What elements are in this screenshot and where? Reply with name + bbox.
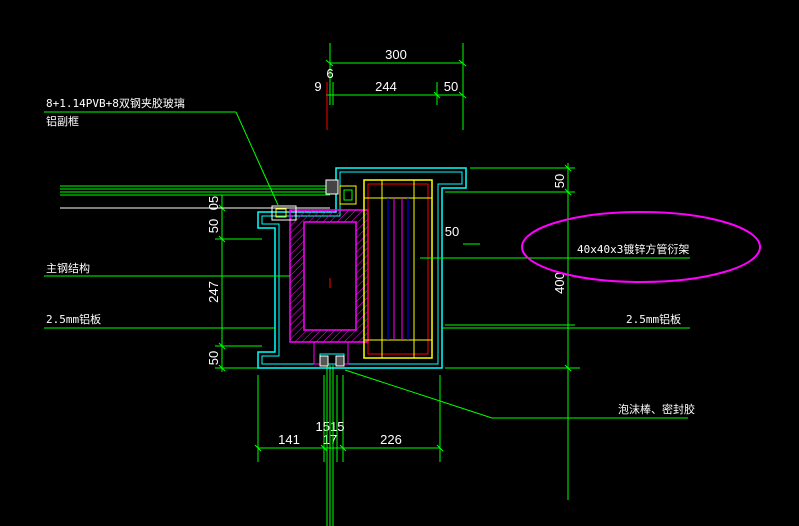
highlight-ellipse <box>521 211 761 283</box>
dim-left-50-top: 50 <box>206 219 221 233</box>
dim-244: 244 <box>375 79 397 94</box>
dim-226: 226 <box>380 432 402 447</box>
right-dimension-chain <box>445 163 580 500</box>
label-steel-tube-truss: 40x40x3镀锌方管衍架 <box>577 242 689 256</box>
main-steel-section <box>289 209 369 343</box>
left-dimension-chain <box>215 195 262 372</box>
dim-top-50: 50 <box>444 79 458 94</box>
dim-left-05: 05 <box>206 196 221 210</box>
glass-panel-vertical <box>326 365 334 526</box>
aluminum-cladding-inner <box>261 171 463 365</box>
dim-overall-300: 300 <box>385 47 407 62</box>
dim-left-50-bottom: 50 <box>206 351 221 365</box>
label-aluminum-plate-right: 2.5mm铝板 <box>626 312 681 326</box>
dim-right-50-top: 50 <box>552 174 567 188</box>
label-aluminum-frame: 铝副框 <box>46 114 79 128</box>
dim-left-247: 247 <box>206 281 221 303</box>
dim-right-50-mid: 50 <box>445 224 459 239</box>
dim-9: 9 <box>314 79 321 94</box>
aluminum-subframe <box>271 179 357 221</box>
dim-right-400: 400 <box>552 272 567 294</box>
label-main-steel: 主钢结构 <box>46 261 90 275</box>
glass-panel-horizontal <box>60 185 330 209</box>
bottom-seal-detail <box>313 341 349 367</box>
label-aluminum-plate-left: 2.5mm铝板 <box>46 312 101 326</box>
bottom-dimension-chain <box>254 375 444 462</box>
steel-tube-truss <box>363 179 433 359</box>
dim-141: 141 <box>278 432 300 447</box>
top-dimension-chain <box>325 43 467 130</box>
dim-6: 6 <box>326 66 333 81</box>
leader-lines <box>44 111 690 419</box>
aluminum-cladding-outline <box>257 167 467 369</box>
label-glass: 8+1.14PVB+8双钢夹胶玻璃 <box>46 96 185 110</box>
label-sealant: 泡沫棒、密封胶 <box>618 402 695 416</box>
